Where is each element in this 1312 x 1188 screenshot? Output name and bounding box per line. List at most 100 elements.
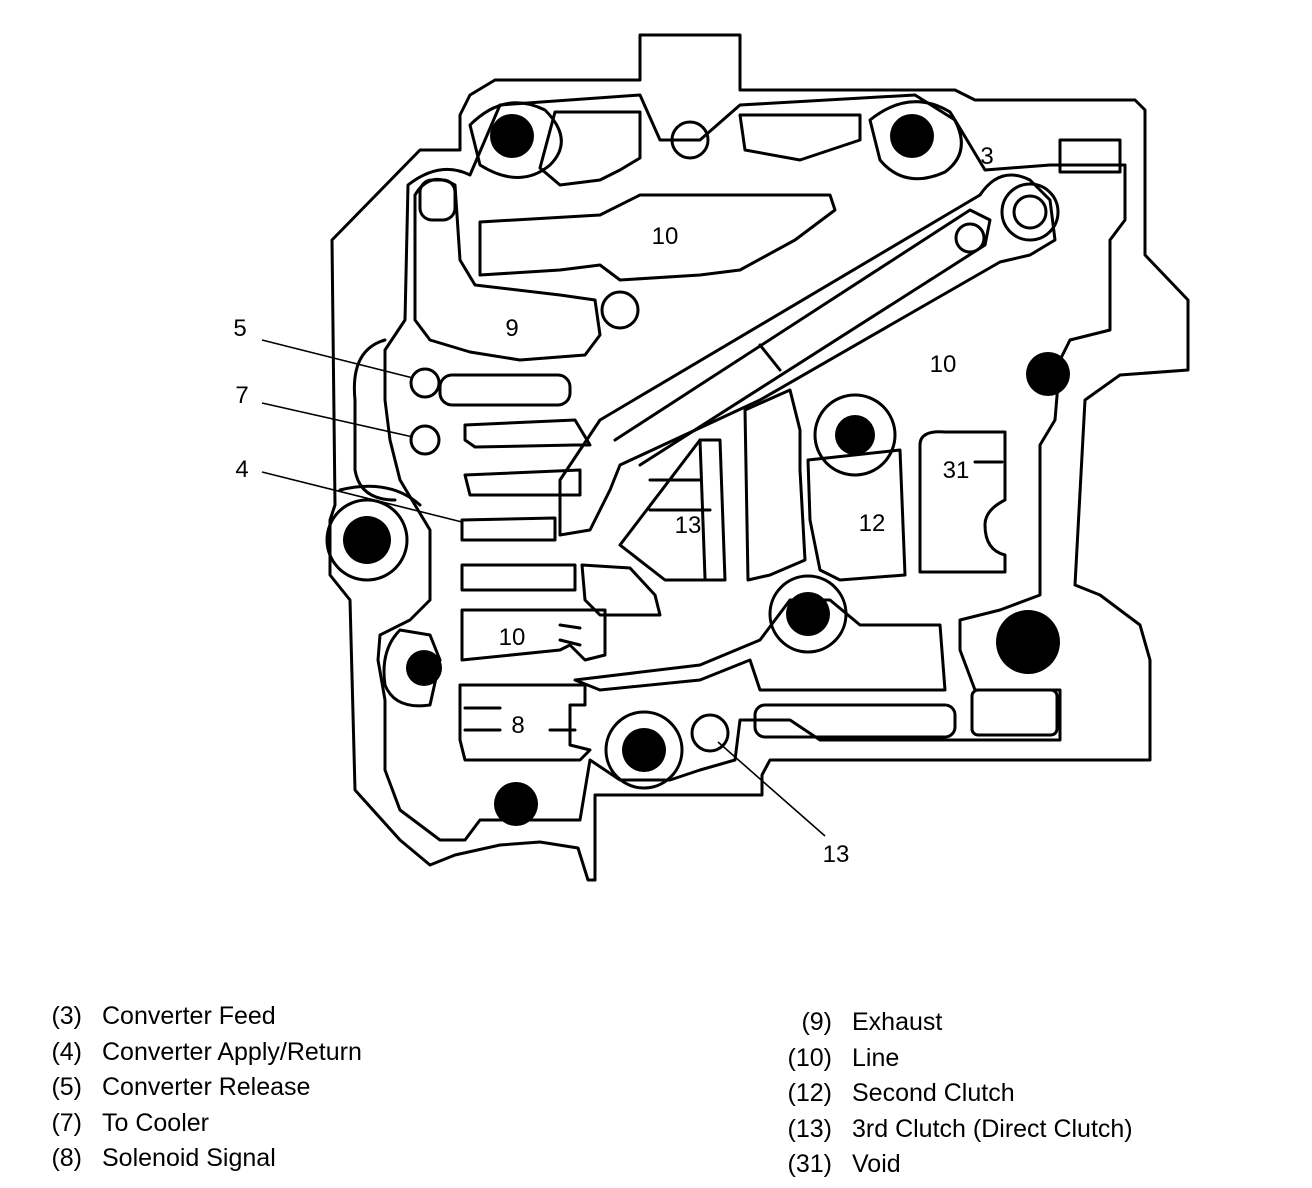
legend-description: Second Clutch (852, 1079, 1015, 1107)
channel-12 (743, 388, 807, 582)
port-top-left (418, 178, 457, 222)
legend-description: Converter Feed (102, 1002, 276, 1030)
port-low-right-2 (970, 688, 1059, 737)
legend-item: (7) To Cooler (44, 1109, 362, 1145)
legend-description: To Cooler (102, 1108, 209, 1137)
legend-number: (10) (787, 1043, 832, 1072)
passage-lower-diag (573, 598, 947, 692)
left-bulge-2 (338, 484, 422, 507)
bore-13-low (690, 713, 730, 753)
bolt-hole-lower-mid (622, 728, 666, 772)
label-cavity-31: 31 (943, 457, 970, 484)
legend-item: (5) Converter Release (44, 1073, 362, 1109)
ear-right (868, 100, 963, 181)
bolt-hole-lower-left (406, 650, 442, 686)
channel-top (538, 110, 642, 187)
callout-4: 4 (235, 456, 248, 483)
leader-7 (261, 402, 414, 438)
bolt-hole-top-left (490, 114, 534, 158)
left-bulge (352, 338, 397, 502)
channel-row-5 (460, 563, 577, 592)
bolt-hole-bottom (494, 782, 538, 826)
ear-left (468, 101, 563, 179)
housing-outline (328, 33, 1190, 882)
bore-small-right (954, 222, 986, 254)
ring-center-low (768, 574, 848, 654)
label-cavity-8: 8 (511, 712, 524, 739)
legend-description: Void (852, 1150, 901, 1178)
callout-7: 7 (235, 382, 248, 409)
legend-number: (31) (787, 1150, 832, 1178)
boss-ring-center (813, 393, 897, 477)
legend-item: (3) Converter Feed (44, 1002, 362, 1038)
channel-8 (458, 683, 592, 762)
legend-right: (9) Exhaust (10) Line (12) Second Clutch… (778, 1008, 1133, 1186)
bolt-hole-left (343, 516, 391, 564)
label-cavity-10-low: 10 (499, 624, 526, 651)
legend-number: (5) (51, 1073, 82, 1101)
bore-top-right-ring (1000, 182, 1060, 242)
bolt-hole-large-right (996, 610, 1060, 674)
bore-top-right (1012, 194, 1048, 230)
valve-body-diagram: 3 10 9 10 31 13 12 10 8 5 7 4 13 (233, 33, 1190, 882)
legend-item: (10) Line (778, 1044, 1133, 1080)
legend-item: (8) Solenoid Signal (44, 1144, 362, 1180)
channel-10-low-tick (558, 623, 582, 647)
legend-item: (4) Converter Apply/Return (44, 1037, 362, 1074)
channel-row-4 (460, 516, 557, 542)
bore-top-center (670, 120, 710, 160)
bolt-hole-center (835, 415, 875, 455)
legend-number: (3) (51, 1002, 82, 1030)
channel-row-6 (580, 563, 662, 617)
ring-left-boss (325, 498, 409, 582)
cavity-13-ribs (648, 438, 712, 580)
legend-number: (8) (51, 1144, 82, 1172)
label-cavity-10-right: 10 (930, 351, 957, 378)
cavity-31 (918, 430, 1007, 574)
loop-lower-left (382, 628, 442, 708)
legend-number: (12) (787, 1079, 832, 1107)
label-cavity-3: 3 (980, 143, 993, 170)
ring-lower-left (604, 710, 684, 790)
diagonal-passage-outer (558, 173, 1057, 537)
gasket-border (376, 93, 1127, 842)
leader-5 (261, 339, 414, 379)
bolt-hole-top-right (890, 114, 934, 158)
channel-row-2 (463, 418, 592, 449)
callout-13: 13 (823, 841, 850, 868)
legend-item: (9) Exhaust (778, 1008, 1133, 1044)
legend-number: (4) (51, 1037, 82, 1066)
callout-5: 5 (233, 315, 246, 342)
legend-description: Line (852, 1043, 900, 1072)
leader-13 (717, 741, 826, 837)
legend-number: (13) (787, 1114, 832, 1143)
leader-4 (261, 471, 463, 523)
legend-number: (9) (801, 1008, 832, 1036)
label-cavity-9: 9 (505, 315, 518, 342)
bore-9 (600, 290, 640, 330)
port-top-right (1058, 138, 1122, 174)
bore-port-5 (409, 367, 441, 399)
legend-description: Converter Apply/Return (102, 1037, 362, 1066)
legend-left: (3) Converter Feed (4) Converter Apply/R… (44, 1002, 362, 1180)
channel-8-ticks (463, 706, 577, 732)
channel-10-low (460, 608, 607, 662)
legend-description: Exhaust (852, 1008, 943, 1036)
port-low-right-1 (753, 703, 957, 739)
diagonal-passage-inner (613, 208, 992, 467)
legend-item: (12) Second Clutch (778, 1079, 1133, 1115)
bolt-hole-center-low (786, 592, 830, 636)
bore-port-7 (409, 424, 441, 456)
channel-top-right (738, 113, 862, 162)
legend-number: (7) (51, 1108, 82, 1137)
channel-row-3 (463, 468, 582, 497)
channel-12-b (806, 448, 907, 582)
legend-item: (31) Void (778, 1150, 1133, 1186)
label-cavity-10-top: 10 (652, 223, 679, 250)
legend-item: (13) 3rd Clutch (Direct Clutch) (778, 1115, 1133, 1151)
bolt-hole-right (1026, 352, 1070, 396)
diagonal-passage-center (758, 343, 782, 372)
channel-row-1 (438, 373, 572, 407)
label-cavity-13-mid: 13 (675, 512, 702, 539)
legend-description: 3rd Clutch (Direct Clutch) (852, 1114, 1133, 1143)
